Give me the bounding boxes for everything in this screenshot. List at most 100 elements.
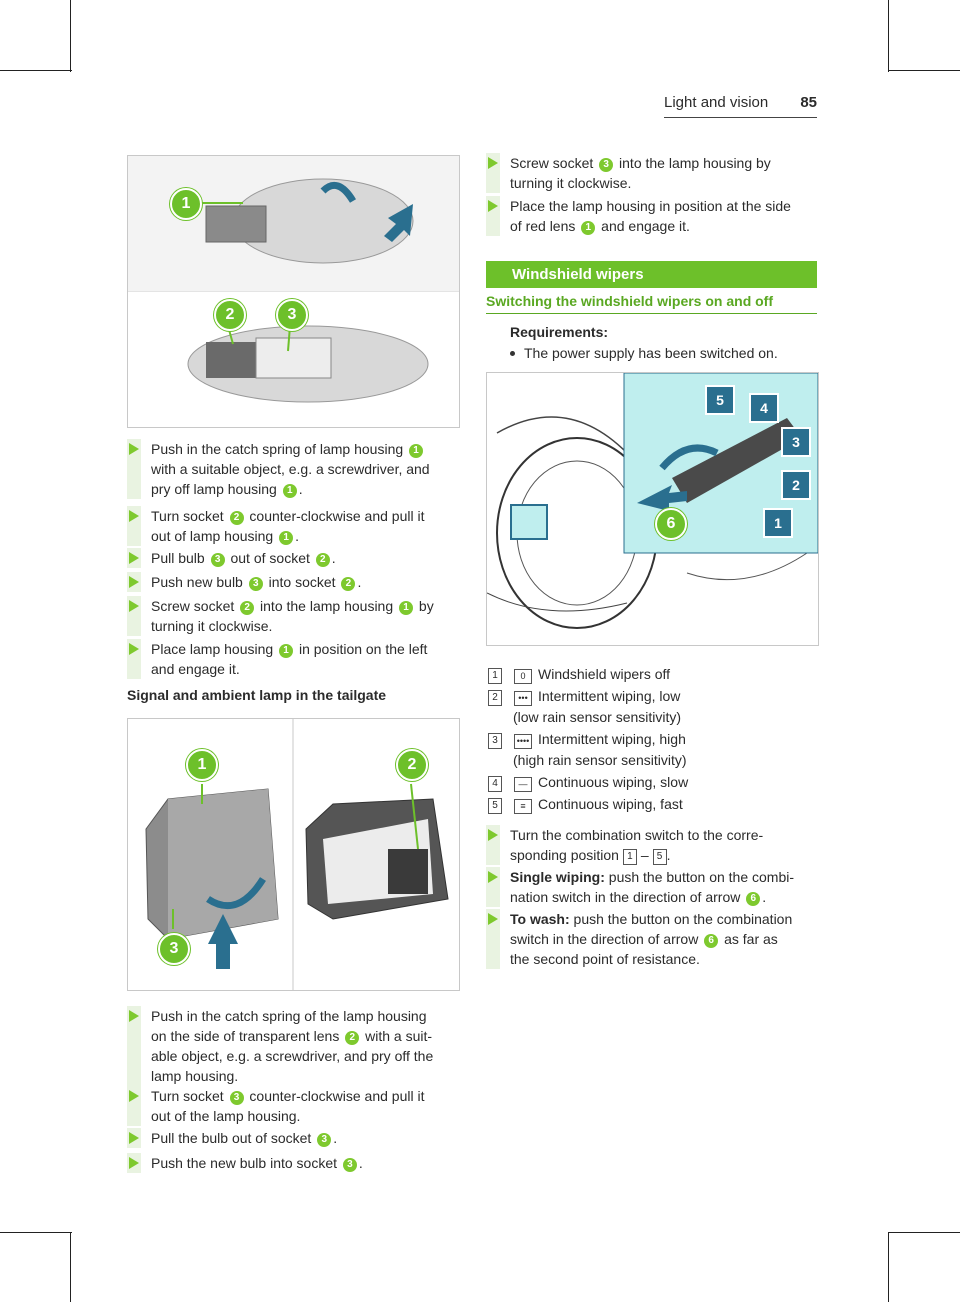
callout-5: 5 — [705, 385, 735, 415]
arrow-icon — [129, 600, 139, 612]
position-note: (low rain sensor sensitivity) — [513, 709, 682, 725]
arrow-icon — [129, 1010, 139, 1022]
ref-badge: 1 — [282, 484, 297, 498]
ref-badge: 3 — [248, 577, 263, 591]
position-key: 1 — [622, 849, 637, 865]
arrow-icon — [129, 1132, 139, 1144]
step-turn-socket: Turn socket 2 counter-clockwise and pull… — [127, 506, 458, 546]
figure-lamp-housing: 1 2 3 — [127, 155, 460, 428]
crop-mark — [888, 1232, 889, 1302]
lamp-housing-illustration — [128, 156, 459, 403]
position-row: 4—Continuous wiping, slow — [488, 772, 688, 792]
header-rule — [664, 117, 817, 118]
crop-mark — [70, 1232, 71, 1302]
position-row: 2•••Intermittent wiping, low — [488, 686, 680, 706]
position-key: 5 — [488, 798, 502, 814]
arrow-icon — [488, 157, 498, 169]
callout-2: 2 — [214, 299, 246, 331]
callout-1: 1 — [763, 508, 793, 538]
step-screw-socket: Screw socket 2 into the lamp housing 1 b… — [127, 596, 458, 636]
ref-badge: 3 — [342, 1158, 357, 1172]
ref-badge: 2 — [315, 553, 330, 567]
step-turn-socket-tailgate: Turn socket 3 counter-clockwise and pull… — [127, 1086, 458, 1126]
step-pull-bulb-tailgate: Pull the bulb out of socket 3. — [127, 1128, 458, 1148]
tailgate-lamp-illustration — [145, 719, 449, 990]
step-push-catch: Push in the catch spring of lamp housing… — [127, 439, 458, 499]
step-push-bulb: Push new bulb 3 into socket 2. — [127, 572, 458, 592]
ref-badge: 1 — [581, 221, 596, 235]
callout-6: 6 — [655, 508, 687, 540]
ref-badge: 1 — [409, 444, 424, 458]
heading-rule — [486, 313, 817, 314]
ref-badge: 1 — [279, 531, 294, 545]
arrow-icon — [129, 643, 139, 655]
step-place-housing-right: Place the lamp housing in position at th… — [486, 196, 817, 236]
intermittent-high-icon: •••• — [514, 734, 532, 749]
section-heading: Switching the windshield wipers on and o… — [486, 293, 774, 309]
ref-badge: 2 — [345, 1031, 360, 1045]
callout-3: 3 — [158, 933, 190, 965]
crop-mark — [70, 0, 71, 72]
position-note: (high rain sensor sensitivity) — [513, 752, 687, 768]
ref-badge: 3 — [317, 1133, 332, 1147]
ref-badge: 3 — [229, 1091, 244, 1105]
position-row: 5≡Continuous wiping, fast — [488, 794, 683, 814]
step-push-catch-tailgate: Push in the catch spring of the lamp hou… — [127, 1006, 458, 1086]
figure-tailgate-lamp: 1 2 3 — [127, 718, 460, 991]
ref-badge: 6 — [704, 934, 719, 948]
ref-badge: 1 — [279, 644, 294, 658]
step-to-wash: To wash: push the button on the combinat… — [486, 909, 817, 969]
callout-1: 1 — [170, 188, 202, 220]
ref-badge: 3 — [599, 158, 614, 172]
crop-mark — [0, 1232, 72, 1233]
step-place-housing: Place lamp housing 1 in position on the … — [127, 639, 458, 679]
crop-mark — [888, 70, 960, 71]
intermittent-low-icon: ••• — [514, 691, 532, 706]
step-push-bulb-tailgate: Push the new bulb into socket 3. — [127, 1153, 458, 1173]
section-banner: Windshield wipers — [486, 261, 817, 288]
callout-3: 3 — [781, 427, 811, 457]
ref-badge: 2 — [229, 511, 244, 525]
callout-3: 3 — [276, 299, 308, 331]
arrow-icon — [488, 829, 498, 841]
section-title: Light and vision — [664, 94, 769, 111]
crop-mark — [888, 0, 889, 72]
position-key: 1 — [488, 668, 502, 684]
callout-2: 2 — [396, 749, 428, 781]
position-key: 2 — [488, 690, 502, 706]
ref-badge: 2 — [240, 601, 255, 615]
arrow-icon — [488, 200, 498, 212]
position-key: 5 — [652, 849, 667, 865]
position-key: 3 — [488, 733, 502, 749]
position-key: 4 — [488, 776, 502, 792]
ref-badge: 3 — [210, 553, 225, 567]
step-single-wiping: Single wiping: push the button on the co… — [486, 867, 817, 907]
arrow-icon — [129, 576, 139, 588]
ref-badge: 1 — [399, 601, 414, 615]
wiper-off-icon: 0 — [514, 669, 532, 684]
continuous-fast-icon: ≡ — [514, 799, 532, 814]
step-pull-bulb: Pull bulb 3 out of socket 2. — [127, 548, 458, 568]
arrow-icon — [129, 1090, 139, 1102]
step-screw-socket-right: Screw socket 3 into the lamp housing by … — [486, 153, 817, 193]
continuous-slow-icon: — — [514, 777, 532, 792]
step-turn-switch: Turn the combination switch to the corre… — [486, 825, 817, 865]
callout-2: 2 — [781, 470, 811, 500]
arrow-icon — [129, 510, 139, 522]
ref-badge: 2 — [341, 577, 356, 591]
page-number: 85 — [800, 94, 817, 111]
subheading-tailgate-lamp: Signal and ambient lamp in the tailgate — [127, 687, 387, 703]
arrow-icon — [488, 871, 498, 883]
arrow-icon — [129, 552, 139, 564]
crop-mark — [888, 1232, 960, 1233]
requirements-label: Requirements: — [510, 324, 609, 340]
arrow-icon — [488, 913, 498, 925]
bullet-icon — [510, 351, 515, 356]
crop-mark — [0, 70, 72, 71]
arrow-icon — [129, 1157, 139, 1169]
callout-1: 1 — [186, 749, 218, 781]
arrow-icon — [129, 443, 139, 455]
position-row: 3••••Intermittent wiping, high — [488, 729, 686, 749]
ref-badge: 6 — [746, 892, 761, 906]
